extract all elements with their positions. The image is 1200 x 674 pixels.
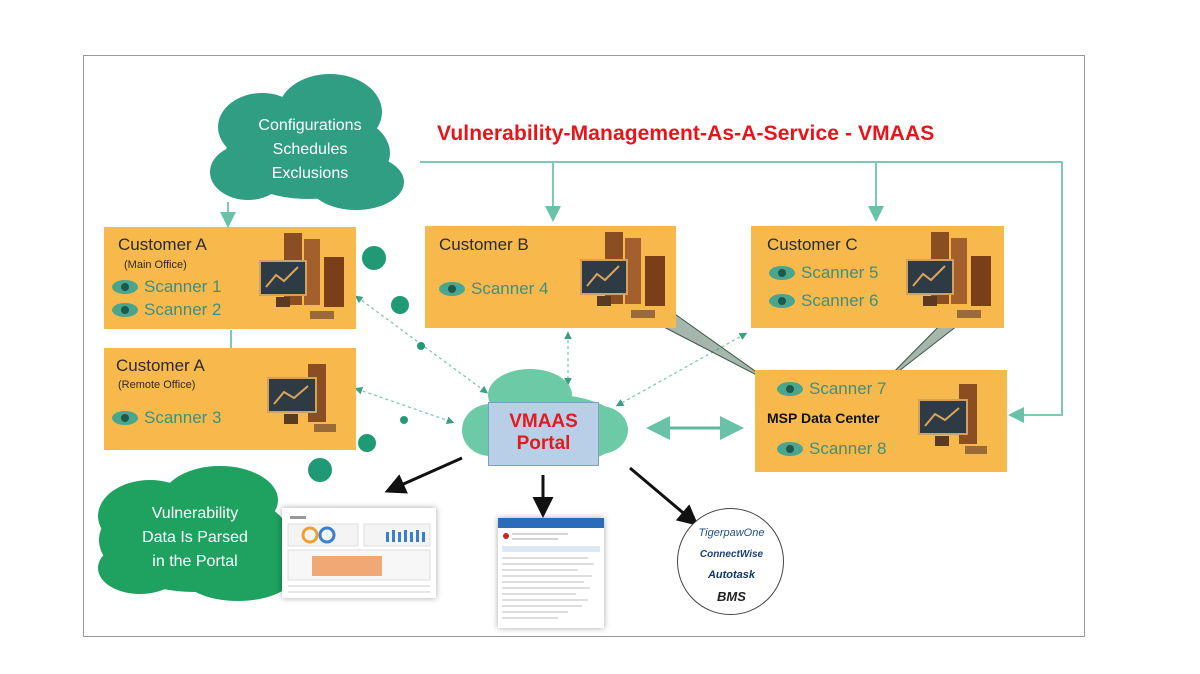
output-arrows (384, 456, 699, 526)
config-cloud: Configurations Schedules Exclusions (230, 114, 390, 186)
scanner-7: Scanner 7 (777, 379, 887, 399)
connectwise-logo: ConnectWise (699, 549, 764, 560)
msp-data-center-box: Scanner 7 MSP Data Center Scanner 8 (755, 370, 1007, 472)
computer-icon (267, 364, 336, 432)
scanner-1: Scanner 1 (112, 277, 222, 297)
msp-title: MSP Data Center (767, 410, 880, 426)
tigerpaw-logo: TigerpawOne (698, 527, 765, 539)
scanner-3: Scanner 3 (112, 408, 222, 428)
email-preview (498, 518, 604, 619)
customer-a-main-box: Customer A (Main Office) Scanner 1 Scann… (104, 227, 356, 329)
scanner-5: Scanner 5 (769, 263, 879, 283)
eye-icon (112, 411, 138, 425)
vuln-line-1: Vulnerability (151, 505, 239, 522)
schedules-line: Schedules (272, 141, 348, 158)
eye-icon (777, 442, 803, 456)
bms-logo: BMS (717, 589, 746, 604)
dashboard-screenshot (282, 508, 436, 598)
diagram-title: Vulnerability-Management-As-A-Service - … (437, 122, 935, 145)
eye-icon (769, 266, 795, 280)
integrations-logos: TigerpawOne ConnectWise Autotask BMS (677, 508, 784, 615)
vuln-cloud: Vulnerability Data Is Parsed in the Port… (110, 502, 280, 574)
customer-c-box: Customer C Scanner 5 Scanner 6 (751, 226, 1004, 328)
computer-icon (918, 384, 987, 454)
eye-icon (769, 294, 795, 308)
server-rack-icon (580, 232, 665, 318)
customer-a-remote-title: Customer A (116, 356, 205, 375)
exclusions-line: Exclusions (271, 165, 349, 182)
portal-line-1: VMAAS (509, 411, 578, 432)
email-report-screenshot (498, 518, 604, 628)
bubble-dots (308, 246, 425, 482)
server-rack-icon (259, 233, 344, 319)
portal-line-2: Portal (516, 433, 571, 454)
customer-a-main-title: Customer A (118, 235, 207, 254)
customer-a-remote-subtitle: (Remote Office) (118, 379, 196, 391)
customer-b-title: Customer B (439, 235, 529, 254)
vmaas-portal: VMAAS Portal (488, 402, 599, 466)
eye-icon (439, 282, 465, 296)
eye-icon (777, 382, 803, 396)
scanner-6: Scanner 6 (769, 291, 879, 311)
config-cloud-shape (210, 74, 404, 210)
scanner-4: Scanner 4 (439, 279, 549, 299)
eye-icon (112, 303, 138, 317)
eye-icon (112, 280, 138, 294)
customer-b-box: Customer B Scanner 4 (425, 226, 676, 328)
vuln-cloud-shape (98, 466, 294, 601)
vuln-line-2: Data Is Parsed (142, 529, 248, 546)
autotask-logo: Autotask (707, 569, 756, 581)
customer-a-main-subtitle: (Main Office) (124, 259, 187, 271)
scanner-2: Scanner 2 (112, 300, 222, 320)
customer-c-title: Customer C (767, 235, 858, 254)
scanner-8: Scanner 8 (777, 439, 887, 459)
server-rack-icon (906, 232, 991, 318)
config-line: Configurations (258, 117, 362, 134)
config-distribution-lines (220, 161, 1063, 423)
customer-a-remote-box: Customer A (Remote Office) Scanner 3 (104, 348, 356, 450)
dashboard-preview (287, 516, 431, 593)
vuln-line-3: in the Portal (152, 553, 238, 570)
